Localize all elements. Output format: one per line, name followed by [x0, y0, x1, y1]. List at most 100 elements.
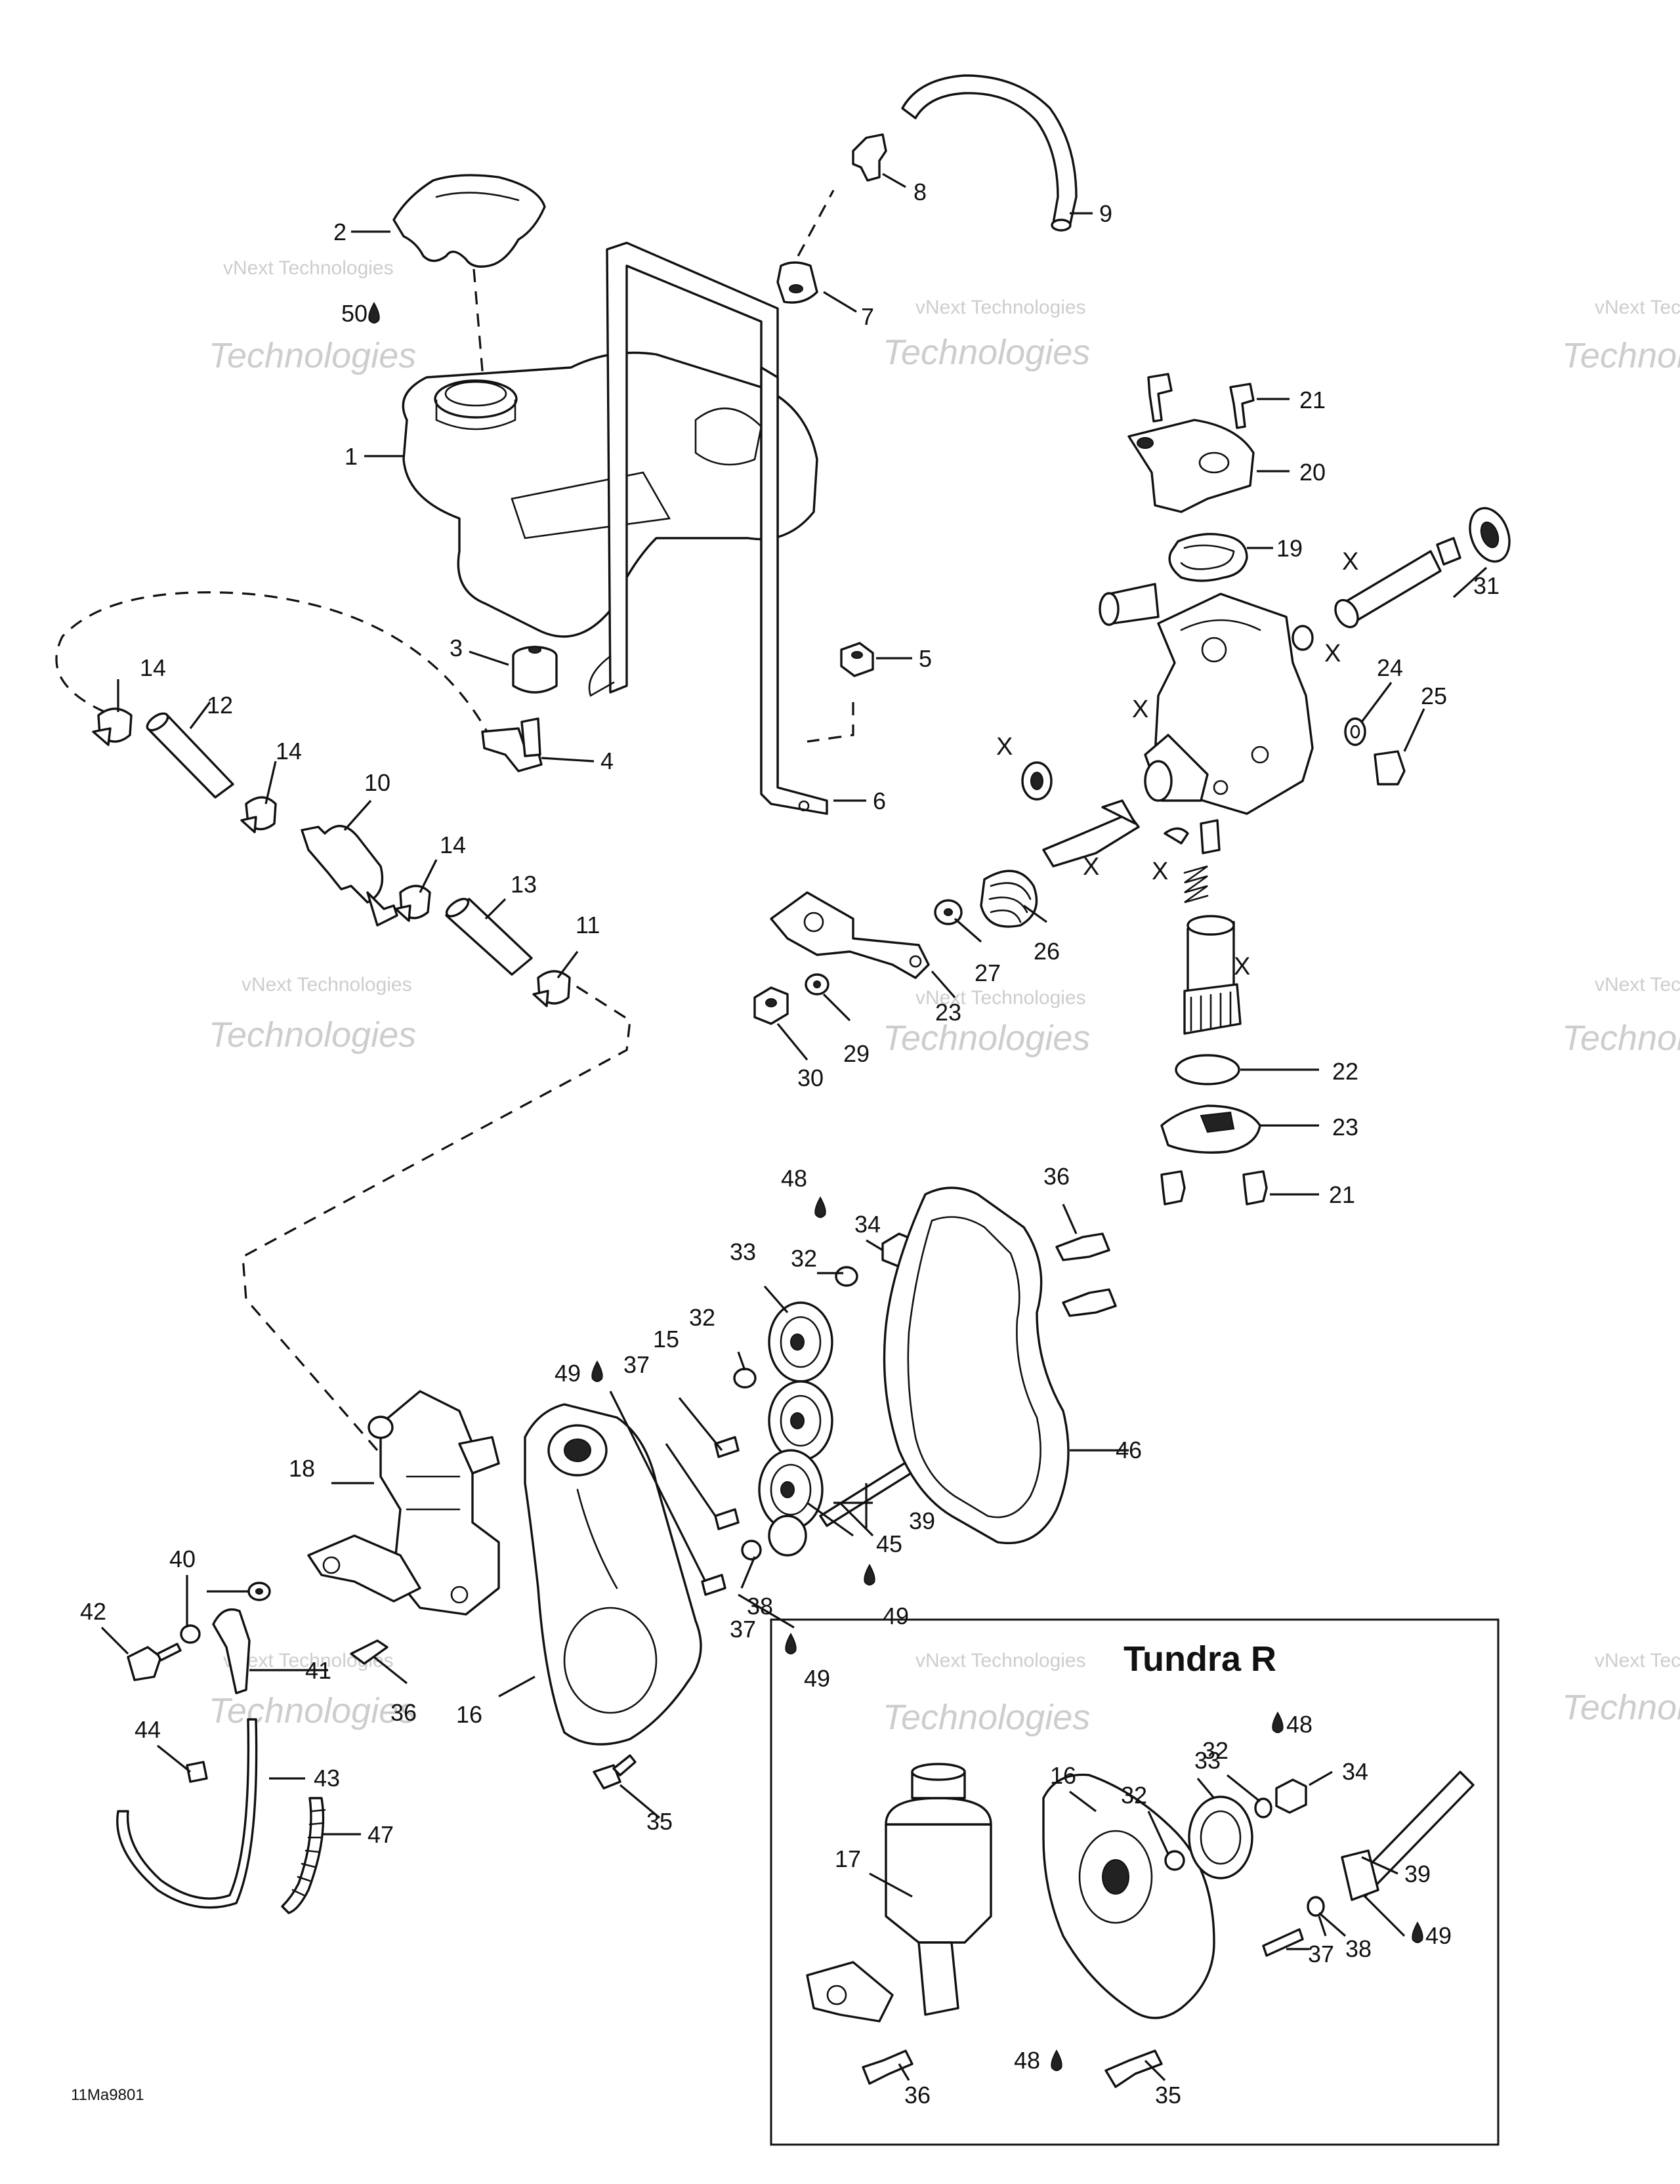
part-label: 43: [314, 1765, 340, 1792]
part-label: 3: [450, 635, 463, 662]
part-label: 38: [747, 1593, 773, 1620]
hose-12: [146, 712, 234, 799]
part-label: 41: [305, 1657, 331, 1684]
x-mark: X: [1132, 696, 1148, 723]
hose-clamp-14a: [92, 707, 133, 746]
dowel-pins: [701, 1436, 740, 1596]
hose-clamp-14c: [394, 885, 431, 922]
part-label: 27: [975, 959, 1001, 986]
watermarks: vNext Technologies Technologies vNext Te…: [209, 257, 1680, 1737]
part-label: 39: [1404, 1860, 1431, 1887]
inset-screw-36: [862, 2049, 914, 2085]
part-label: 42: [80, 1598, 106, 1625]
screw-21b: [1229, 383, 1255, 429]
x-mark: X: [1083, 853, 1099, 881]
part-label: 21: [1329, 1181, 1355, 1208]
hose-route-lower: [242, 973, 631, 1452]
screw-21a: [1147, 373, 1173, 423]
hose-route-upper: [55, 591, 490, 736]
part-label: 34: [854, 1211, 881, 1238]
part-label: 7: [861, 303, 874, 330]
inset-gear-case-16: [1042, 1773, 1215, 2019]
oil-seal-31: [1469, 507, 1511, 563]
part-label: 29: [843, 1040, 870, 1067]
o-ring-22: [1175, 1054, 1240, 1085]
part-label: 13: [511, 871, 537, 898]
x-mark: X: [1152, 858, 1168, 885]
x-mark: X: [1342, 548, 1358, 576]
part-label: 35: [1155, 2082, 1181, 2109]
x-mark: X: [1234, 953, 1250, 980]
watermark-large: Technologies: [883, 1018, 1090, 1058]
part-label: 23: [935, 999, 961, 1026]
part-label: 14: [440, 831, 466, 858]
part-label: 45: [876, 1530, 902, 1557]
hose-13: [445, 898, 533, 976]
part-label: 15: [653, 1326, 679, 1353]
part-label: 14: [140, 654, 166, 681]
nut-axis-line: [807, 702, 854, 743]
part-label: 48: [1014, 2047, 1040, 2074]
part-label: 32: [1121, 1782, 1147, 1809]
part-label: 1: [345, 443, 358, 470]
screw-21d: [1242, 1170, 1268, 1206]
part-label: 18: [289, 1455, 315, 1482]
washer-27: [934, 899, 963, 925]
part-label: 25: [1421, 682, 1447, 709]
leader-lines: [100, 173, 1488, 2082]
o-ring-small: [1292, 625, 1314, 651]
screw-36c: [350, 1639, 388, 1665]
oil-drop-icon: [1412, 1921, 1423, 1943]
watermark-large: Technologies: [1562, 1688, 1680, 1727]
pin-clip: [1164, 819, 1221, 854]
watermark-large: Technologies: [1562, 1018, 1680, 1058]
spring-x: [1183, 865, 1209, 904]
washer-24: [1344, 717, 1366, 746]
part-label: 49: [804, 1665, 830, 1692]
oil-line-43: [116, 1718, 258, 1909]
watermark-small: vNext Technologies: [915, 1650, 1086, 1671]
screw-36a: [1055, 1232, 1110, 1261]
watermark-small: vNext Technologies: [915, 297, 1086, 318]
gear-33: [768, 1301, 833, 1383]
x-mark: X: [1324, 640, 1341, 667]
watermark-large: Technologies: [883, 1698, 1090, 1737]
protector-47: [281, 1797, 326, 1914]
screw-36b: [1062, 1288, 1117, 1317]
washer-32b: [733, 1368, 757, 1389]
watermark-small: vNext Technologies: [1595, 297, 1680, 318]
seal-x: [1021, 761, 1053, 801]
pump-lever: [770, 891, 930, 979]
elbow-fitting: [481, 717, 543, 772]
part-label: 49: [555, 1360, 581, 1387]
watermark-small: vNext Technologies: [242, 974, 412, 996]
inset-gear-33: [1188, 1796, 1253, 1880]
part-label: 10: [364, 769, 390, 796]
part-label: 32: [791, 1245, 817, 1272]
oil-pump-18: [307, 1390, 500, 1616]
oil-drop-icon: [591, 1360, 603, 1382]
part-label: 12: [207, 692, 233, 719]
part-label: 17: [835, 1845, 861, 1872]
part-label: 46: [1116, 1437, 1142, 1463]
oil-drop-icon: [1051, 2049, 1062, 2071]
fuel-filter: [301, 824, 398, 927]
screw-35: [593, 1754, 637, 1790]
part-label: 34: [1342, 1758, 1368, 1785]
part-label: 16: [456, 1701, 482, 1728]
washer-40a: [247, 1582, 271, 1601]
part-label: 22: [1332, 1058, 1358, 1085]
part-label: 16: [1050, 1762, 1076, 1789]
part-label: 39: [909, 1507, 935, 1534]
oil-drop-icon: [864, 1563, 875, 1586]
pump-shaft: [1334, 537, 1461, 629]
banjo-fitting: [212, 1608, 251, 1694]
part-label: 49: [1425, 1922, 1452, 1949]
oil-pump-body: [1099, 583, 1314, 815]
part-label: 9: [1099, 200, 1112, 227]
cover-23: [1160, 1104, 1261, 1154]
part-label: 40: [169, 1545, 196, 1572]
inset-screw-35: [1104, 2049, 1163, 2088]
